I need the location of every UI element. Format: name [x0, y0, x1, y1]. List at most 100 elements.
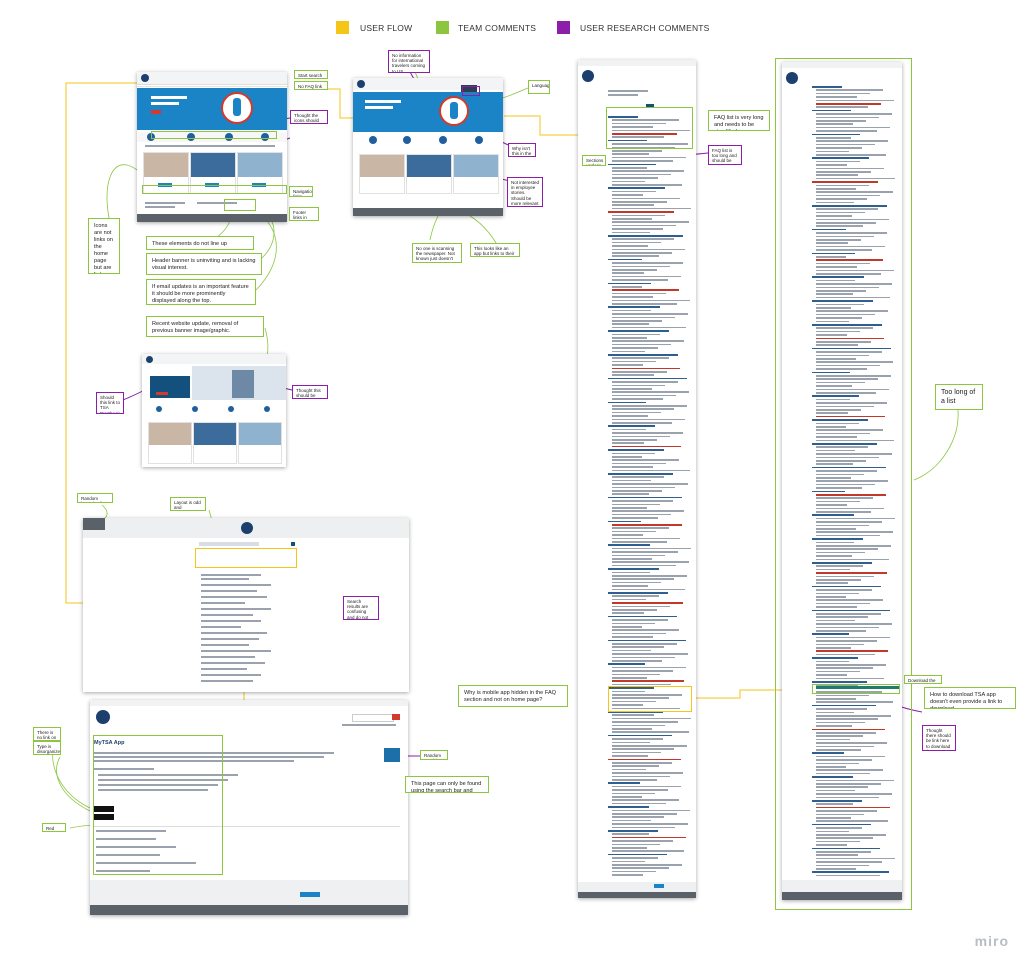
faux-text-line — [612, 870, 656, 873]
faux-text-line — [812, 300, 873, 302]
faux-text-line — [816, 188, 856, 190]
note-no-link-home: There is no link on home page — [33, 727, 61, 741]
faux-text-line — [608, 520, 641, 523]
faux-text-line — [816, 602, 870, 605]
faux-text-line — [612, 840, 673, 842]
faux-text-line — [612, 252, 672, 254]
faux-text-line — [816, 232, 887, 234]
faux-text-line — [612, 537, 680, 540]
faux-text-line — [816, 208, 878, 210]
faux-text-line — [816, 545, 891, 547]
faux-text-line — [612, 571, 650, 574]
faux-text-line — [816, 286, 879, 289]
faux-text-line — [612, 150, 662, 152]
faux-text-line — [816, 840, 860, 843]
faux-text-line — [812, 371, 850, 374]
faux-text-line — [612, 530, 656, 533]
note-red-dots: Red dots — [42, 823, 66, 832]
note-sections-unclear: Sections unclear — [582, 155, 606, 166]
faux-text-line — [612, 683, 671, 686]
faux-text-line — [816, 844, 847, 846]
faux-text-line — [816, 837, 873, 839]
faux-text-line — [816, 320, 849, 323]
faux-text-line — [612, 190, 656, 193]
note-navigation: Navigation links — [289, 186, 313, 197]
faux-text-line — [816, 310, 888, 312]
faux-text-line — [612, 554, 665, 557]
faux-text-line — [612, 428, 646, 431]
faux-text-line — [812, 205, 887, 207]
note-faq-too-long: FAQ list is too long and should be simpl… — [708, 145, 742, 165]
faux-text-line — [816, 290, 866, 292]
legend-swatch-user-flow — [336, 21, 349, 34]
faux-text-line — [612, 218, 652, 220]
faux-text-line — [608, 235, 683, 237]
faux-text-line — [612, 857, 658, 859]
faux-text-line — [612, 772, 683, 774]
note-footer-links: Footer links in randomly ordered — [289, 207, 319, 221]
faux-text-line — [816, 432, 870, 435]
faux-text-line — [612, 847, 647, 849]
faux-text-line — [816, 762, 859, 765]
faux-text-line — [612, 809, 690, 812]
faux-text-line — [812, 109, 851, 112]
faux-text-line — [612, 636, 653, 638]
faux-text-line — [812, 133, 860, 136]
note-mobile-hidden: Why is mobile app hidden in the FAQ sect… — [458, 685, 568, 707]
faux-text-line — [612, 456, 642, 458]
faux-text-line — [816, 235, 874, 238]
faux-text-line — [816, 820, 888, 822]
faux-text-line — [612, 483, 688, 485]
faux-text-line — [612, 819, 651, 822]
faux-text-line — [816, 541, 854, 544]
faux-text-line — [816, 171, 871, 173]
faux-text-line — [816, 868, 856, 870]
faux-text-line — [612, 785, 681, 788]
faux-text-line — [816, 715, 891, 717]
faux-text-line — [612, 741, 650, 744]
faux-text-line — [816, 759, 872, 761]
faux-text-line — [816, 691, 882, 693]
faux-text-line — [816, 664, 886, 666]
google-play-badge[interactable] — [94, 814, 114, 820]
faux-text-line — [612, 646, 664, 648]
faux-text-line — [816, 755, 885, 758]
note-faq-long: FAQ list is very long and needs to be si… — [708, 110, 770, 131]
faux-text-line — [816, 779, 894, 782]
faux-text-line — [816, 623, 892, 625]
faux-text-line — [812, 419, 868, 421]
faux-text-line — [608, 116, 638, 118]
faux-text-line — [812, 466, 886, 469]
faux-text-line — [612, 575, 687, 577]
faux-text-line — [608, 734, 672, 737]
faux-text-line — [612, 364, 643, 366]
faux-text-line — [612, 561, 689, 563]
faux-text-line — [816, 225, 863, 227]
app-store-badge[interactable] — [94, 806, 114, 812]
faux-text-line — [816, 307, 851, 309]
faux-text-line — [612, 347, 658, 349]
note-no-faq: No FAQ link — [294, 81, 328, 90]
faux-text-line — [612, 534, 643, 536]
faux-text-line — [816, 721, 865, 724]
faux-text-line — [812, 514, 854, 516]
faux-text-line — [816, 354, 869, 357]
note-international: No information for international travele… — [388, 50, 430, 73]
faux-text-line — [608, 639, 686, 642]
faux-text-line — [812, 585, 881, 588]
faux-text-line — [816, 507, 884, 510]
faux-text-line — [612, 367, 680, 370]
faux-text-line — [612, 452, 655, 455]
faux-text-line — [612, 714, 654, 716]
faux-text-line — [816, 660, 849, 663]
faux-text-line — [612, 595, 659, 597]
faux-text-line — [816, 256, 846, 258]
faux-text-line — [816, 412, 848, 414]
faux-text-line — [612, 843, 660, 846]
faux-text-line — [612, 643, 677, 645]
faux-text-line — [612, 833, 649, 835]
faux-text-line — [816, 874, 880, 877]
faux-text-line — [612, 619, 668, 621]
faux-text-line — [812, 609, 890, 612]
faux-text-line — [816, 528, 856, 530]
